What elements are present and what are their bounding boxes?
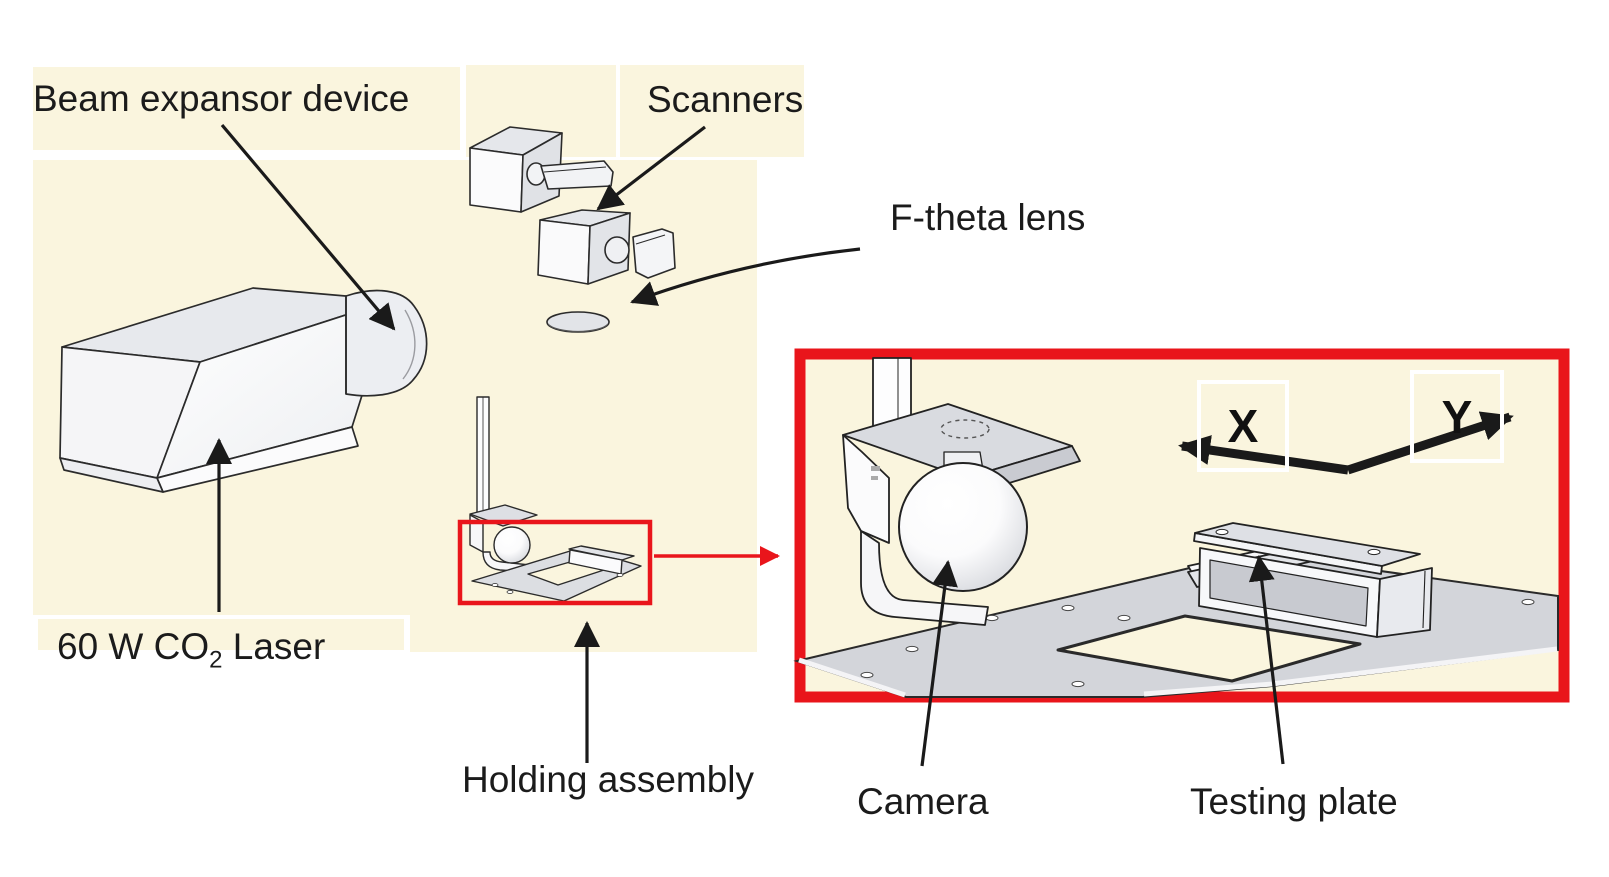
y-axis-label: Y [1441,390,1473,443]
x-axis-arrow [1178,435,1349,475]
y-axis-label-box: Y [1410,370,1504,463]
f-theta-arrow [630,247,861,306]
annotation-arrows [206,123,1285,767]
label-laser-subscript: 2 [209,646,223,674]
label-f-theta: F-theta lens [890,197,1086,238]
y-axis-arrow [1346,411,1514,475]
camera-arrow [920,560,958,767]
beam-expansor-arrow [220,123,396,331]
zoom-view [793,357,1559,698]
axis-arrows [1178,411,1514,475]
camera-sphere-model [898,462,1028,592]
label-testing-plate: Testing plate [1190,781,1398,822]
zoom-source-rect [457,519,653,606]
label-laser: 60 W CO2 Laser [57,626,326,672]
camera-bracket-model [842,357,1081,626]
beam-expander-model [345,289,428,397]
label-camera: Camera [857,781,989,822]
x-axis-label: X [1227,400,1259,452]
label-laser-prefix: 60 W CO [57,626,210,667]
label-holding-assembly: Holding assembly [462,759,755,800]
scanner-2-model [537,209,676,285]
testing-plate-arrow [1248,555,1285,765]
holding-assembly-model [469,396,642,602]
scanners-arrow [596,125,706,211]
label-beam-expansor: Beam expansor device [33,78,410,119]
x-axis-label-box: X [1197,380,1289,472]
f-theta-lens-model [546,311,610,333]
scanner-1-model [469,126,614,213]
label-scanners: Scanners [647,79,804,120]
laser-model [59,287,428,493]
label-laser-suffix: Laser [222,626,326,667]
